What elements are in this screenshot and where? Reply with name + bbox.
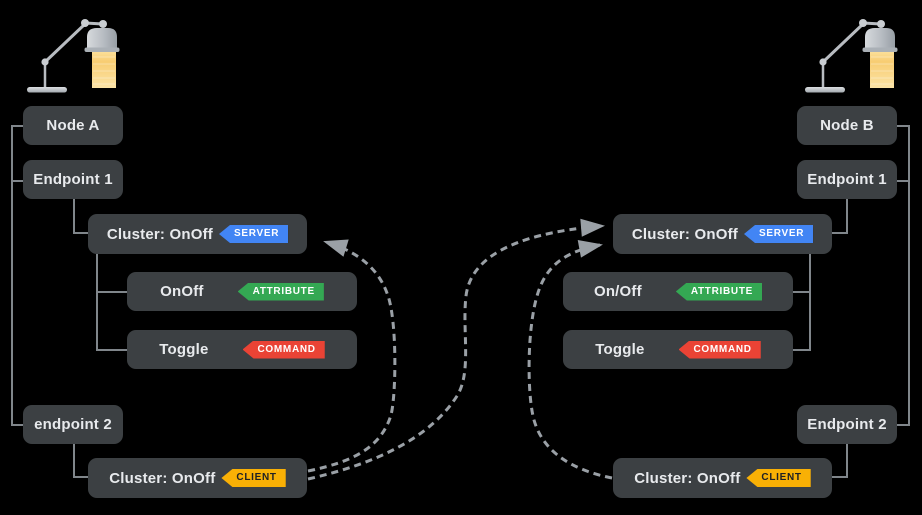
cluster-onoff-client-box-right: Cluster: OnOff CLIENT: [613, 458, 832, 498]
tree-connector-lines: [11, 125, 910, 478]
attribute-badge-left: ATTRIBUTE: [237, 282, 324, 301]
node-b-label: Node B: [820, 117, 874, 134]
endpoint-2-box-right: Endpoint 2: [797, 405, 897, 444]
command-label-left: Toggle: [159, 341, 209, 358]
attribute-label-right: On/Off: [593, 283, 642, 300]
desk-lamp-icon-left: [25, 17, 121, 94]
command-label-right: Toggle: [595, 341, 645, 358]
endpoint-1-box-right: Endpoint 1: [797, 160, 897, 199]
client-badge-left: CLIENT: [221, 469, 286, 487]
binding-arrows: [307, 218, 613, 481]
node-b-box: Node B: [797, 106, 897, 145]
cluster-onoff-client-box-left: Cluster: OnOff CLIENT: [88, 458, 307, 498]
cluster-client-label-right: Cluster: OnOff: [634, 469, 741, 487]
desk-lamp-icon-right: [803, 17, 899, 94]
endpoint-2-box-left: endpoint 2: [23, 405, 123, 444]
server-badge-right: SERVER: [743, 225, 814, 243]
binding-arrow-clientB-to-serverB: [527, 239, 613, 480]
node-a-label: Node A: [46, 117, 100, 134]
endpoint-2-label-right: Endpoint 2: [807, 416, 887, 433]
cluster-onoff-server-box-left: Cluster: OnOff SERVER: [88, 214, 307, 254]
endpoint-1-label-left: Endpoint 1: [33, 171, 113, 188]
server-badge-left: SERVER: [218, 225, 289, 243]
command-badge-left: COMMAND: [242, 340, 325, 359]
cluster-onoff-server-box-right: Cluster: OnOff SERVER: [613, 214, 832, 254]
cluster-server-label-right: Cluster: OnOff: [631, 225, 738, 243]
cluster-client-label-left: Cluster: OnOff: [109, 469, 216, 487]
endpoint-1-label-right: Endpoint 1: [807, 171, 887, 188]
toggle-command-box-left: Toggle COMMAND: [127, 330, 357, 369]
toggle-command-box-right: Toggle COMMAND: [563, 330, 793, 369]
endpoint-1-box-left: Endpoint 1: [23, 160, 123, 199]
command-badge-right: COMMAND: [678, 340, 761, 359]
client-badge-right: CLIENT: [746, 469, 811, 487]
node-a-box: Node A: [23, 106, 123, 145]
endpoint-2-label-left: endpoint 2: [34, 416, 112, 433]
attribute-badge-right: ATTRIBUTE: [675, 282, 763, 301]
binding-arrow-clientA-to-serverB: [307, 218, 605, 481]
onoff-attribute-box-right: On/Off ATTRIBUTE: [563, 272, 793, 311]
cluster-server-label-left: Cluster: OnOff: [106, 225, 213, 243]
attribute-label-left: OnOff: [160, 283, 204, 300]
onoff-attribute-box-left: OnOff ATTRIBUTE: [127, 272, 357, 311]
